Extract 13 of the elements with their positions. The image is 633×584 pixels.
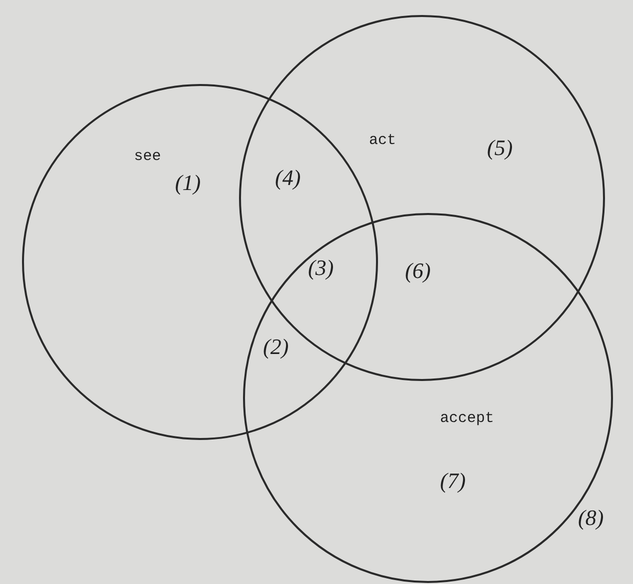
region-number: (3) [308, 255, 334, 281]
region-number: (2) [263, 334, 289, 360]
region-number: (7) [440, 468, 466, 494]
region-number: (1) [175, 170, 201, 196]
venn-circle [239, 15, 605, 381]
set-label: see [134, 148, 162, 165]
region-number: (8) [578, 505, 604, 531]
region-number: (5) [487, 135, 513, 161]
set-label: accept [440, 410, 494, 427]
region-number: (4) [275, 165, 301, 191]
venn-circle [243, 213, 613, 583]
region-number: (6) [405, 258, 431, 284]
set-label: act [369, 132, 396, 149]
